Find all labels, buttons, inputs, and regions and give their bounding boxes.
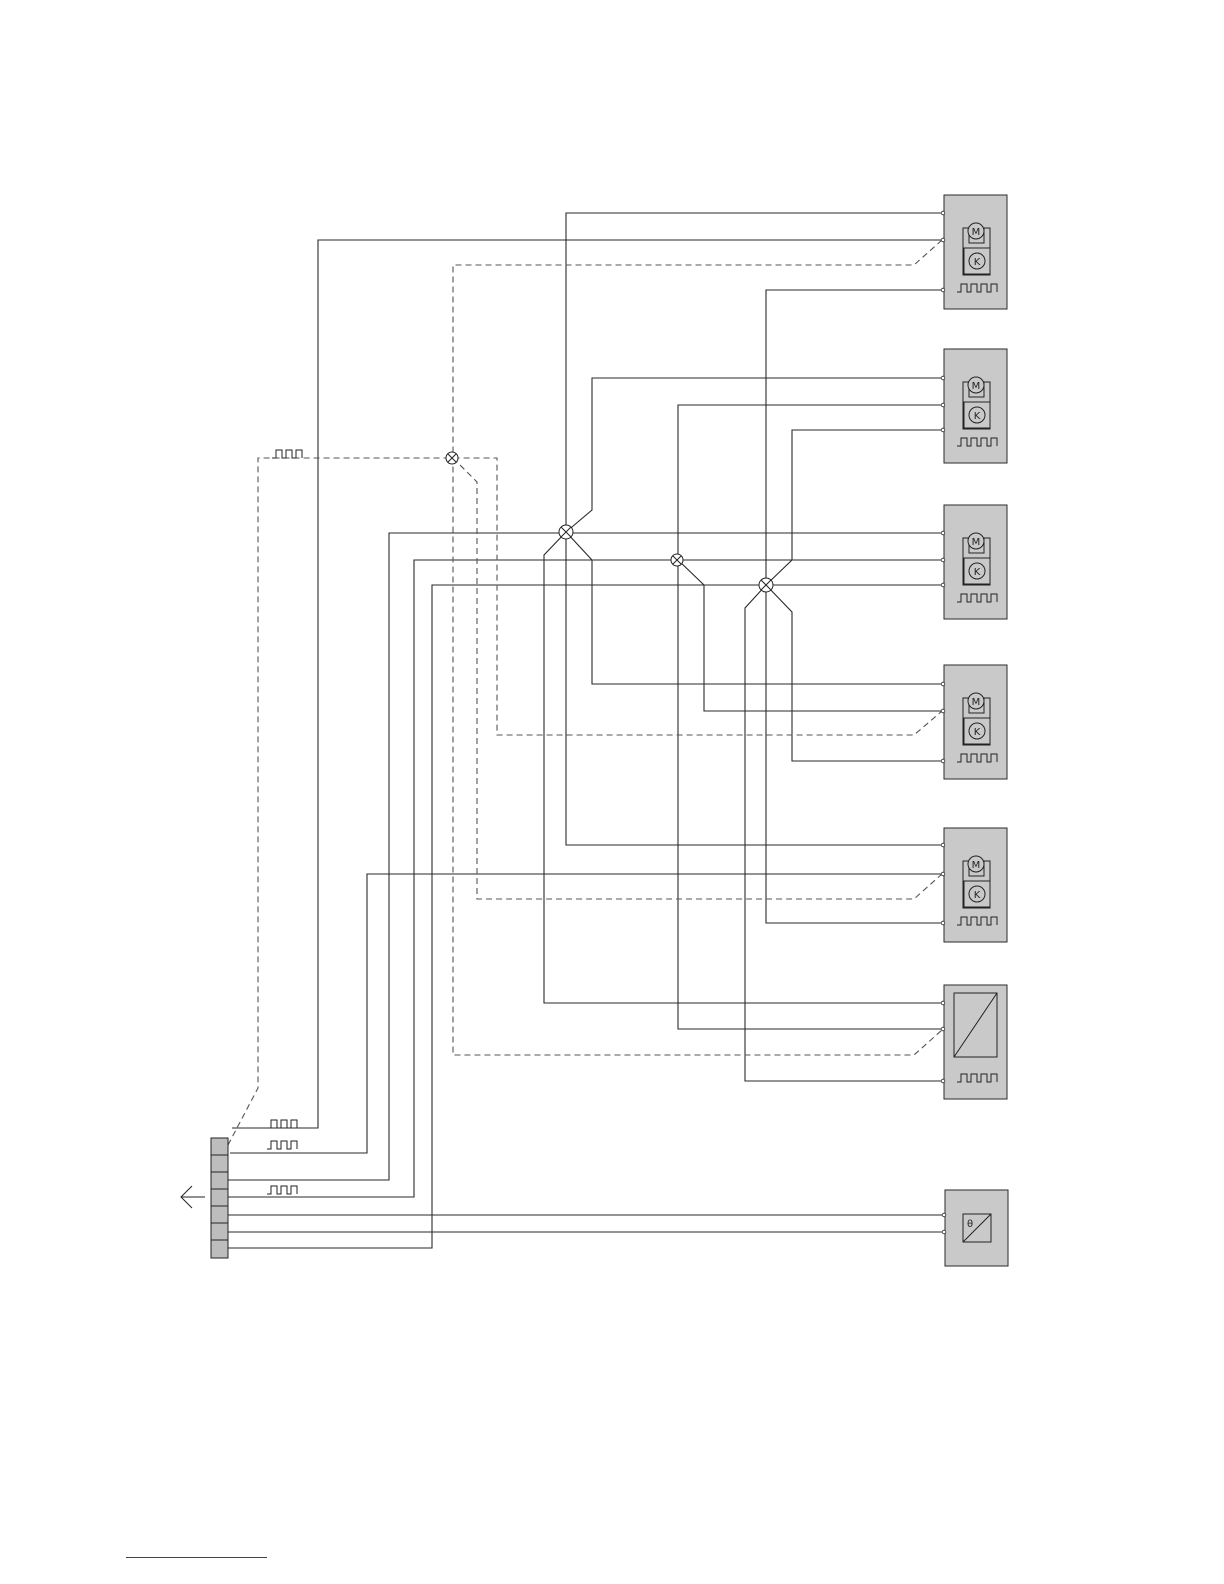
motor-icon: M xyxy=(968,533,984,549)
dashed-wires xyxy=(228,240,942,1145)
splice-icon xyxy=(671,554,683,566)
footer-rule xyxy=(126,1557,267,1558)
wire-a2-bottom xyxy=(766,430,942,585)
wire-a1-bottom xyxy=(766,290,942,923)
terminal-pin xyxy=(941,211,945,215)
terminal-pin xyxy=(941,1079,945,1083)
dashed-wire-a1 xyxy=(453,240,942,1055)
sensor-label: K xyxy=(974,411,981,422)
wire-a1-top xyxy=(566,213,942,845)
terminal-pin xyxy=(941,583,945,587)
sensor-label: K xyxy=(974,890,981,901)
wire-a3-mid xyxy=(228,560,942,1197)
motor-label: M xyxy=(972,537,981,548)
module-actuator-4: MK xyxy=(941,665,1007,779)
splice-icon xyxy=(446,452,458,464)
splice-icon xyxy=(559,525,573,539)
terminal-pin xyxy=(941,288,945,292)
wire-splice2-down xyxy=(678,560,942,711)
terminal-pin xyxy=(941,1027,945,1031)
module-actuator-2: MK xyxy=(941,349,1007,463)
sensor-label: K xyxy=(974,727,981,738)
wire-a2-top xyxy=(566,378,942,532)
terminal-pin xyxy=(942,1230,946,1234)
motor-label: M xyxy=(972,381,981,392)
sensor-label: K xyxy=(974,567,981,578)
arrow-left-icon xyxy=(181,1186,205,1208)
motor-icon: M xyxy=(968,693,984,709)
pulse-signal-icon xyxy=(267,1141,297,1149)
terminal-pin xyxy=(941,238,945,242)
terminal-pin xyxy=(941,531,945,535)
terminal-pin xyxy=(941,759,945,763)
motor-label: M xyxy=(972,697,981,708)
dashed-wire-pulse-loop xyxy=(228,458,942,1145)
connector-block xyxy=(211,1138,228,1258)
pulse-signal-icon xyxy=(267,1186,297,1194)
motor-label: M xyxy=(972,227,981,238)
wire-a3-top xyxy=(228,533,942,1180)
module-actuator-5: MK xyxy=(941,828,1007,942)
sensor-k-icon: K xyxy=(964,248,990,274)
wire-a5-mid xyxy=(230,874,942,1153)
sensor-label: K xyxy=(974,257,981,268)
sensor-k-icon: K xyxy=(964,881,990,907)
terminal-pin xyxy=(941,428,945,432)
terminal-pin xyxy=(941,872,945,876)
terminal-pin xyxy=(941,843,945,847)
theta-label: θ xyxy=(967,1219,973,1230)
wire-pulse-marks xyxy=(267,450,302,1194)
module-actuator-3: MK xyxy=(941,505,1007,619)
module-temp-sensor: θ xyxy=(942,1190,1008,1266)
terminal-pin xyxy=(941,403,945,407)
motor-icon: M xyxy=(968,377,984,393)
wire-a2-mid xyxy=(678,405,942,1029)
terminal-pin xyxy=(942,1213,946,1217)
terminal-pin xyxy=(941,376,945,380)
terminal-pin xyxy=(941,682,945,686)
dashed-wire-a5 xyxy=(453,458,942,899)
module-sensor-box xyxy=(941,985,1007,1099)
motor-icon: M xyxy=(968,856,984,872)
wires xyxy=(228,213,942,1248)
terminal-pin xyxy=(941,921,945,925)
splices xyxy=(446,452,773,592)
module-actuator-1: MK xyxy=(941,195,1007,309)
sensor-k-icon: K xyxy=(964,558,990,584)
terminal-pin xyxy=(941,558,945,562)
motor-icon: M xyxy=(968,223,984,239)
pulse-signal-icon xyxy=(267,1120,297,1128)
motor-label: M xyxy=(972,860,981,871)
sensor-k-icon: K xyxy=(964,718,990,744)
wire-splice1-down-left xyxy=(544,532,942,1003)
pulse-signal-icon xyxy=(272,450,302,458)
sensor-k-icon: K xyxy=(964,402,990,428)
wire-splice1-down-right xyxy=(566,532,942,684)
wire-splice3-down-left xyxy=(745,585,942,1081)
terminal-pin xyxy=(941,1001,945,1005)
splice-icon xyxy=(759,578,773,592)
terminal-pin xyxy=(941,709,945,713)
